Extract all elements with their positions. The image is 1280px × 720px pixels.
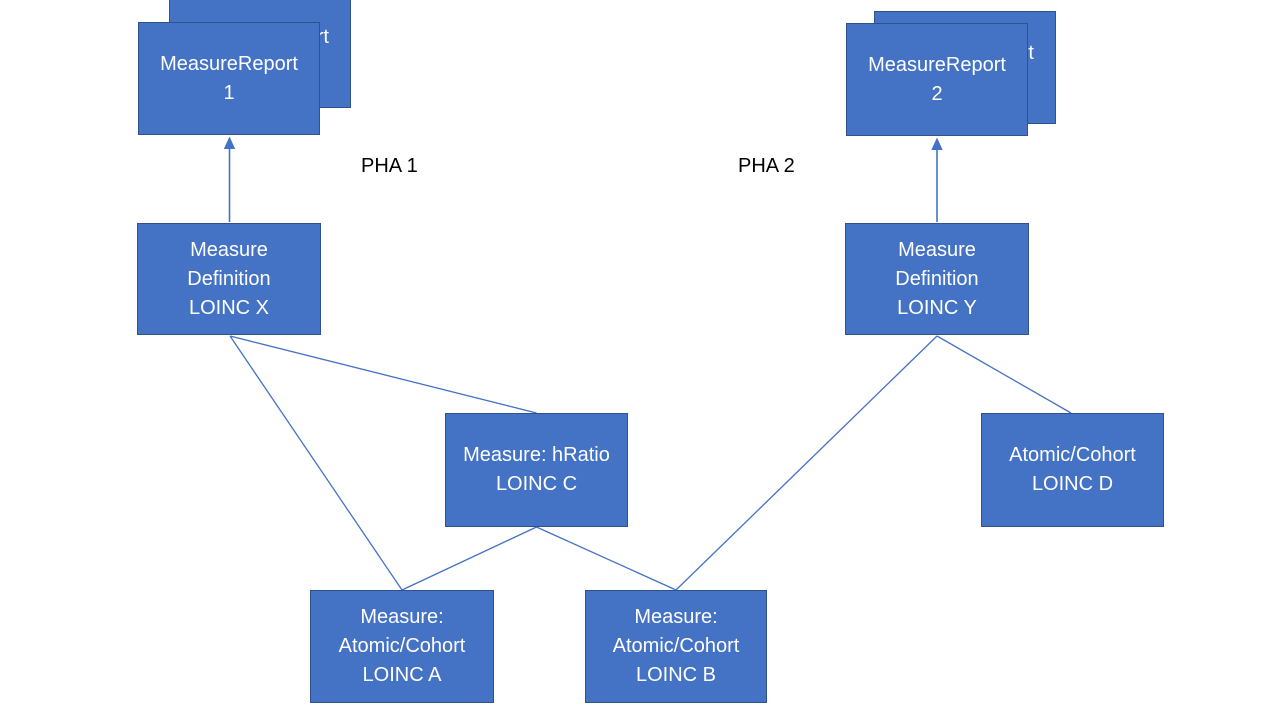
- label-pha-2: PHA 2: [738, 155, 795, 177]
- node-text-line: Atomic/Cohort: [612, 635, 740, 657]
- label-pha-1: PHA 1: [361, 155, 418, 177]
- edge-mdy-to-b: [675, 335, 938, 591]
- node-atomic-cohort-loinc-d: Atomic/Cohort LOINC D: [981, 413, 1164, 527]
- node-text-line: LOINC Y: [897, 296, 977, 319]
- edge-c-to-a: [401, 526, 537, 591]
- node-text-line: Measure: [190, 238, 268, 261]
- node-measure-atomic-cohort-loinc-b: Measure: Atomic/Cohort LOINC B: [585, 590, 767, 703]
- node-text-line: 2: [931, 82, 943, 105]
- edge-mdx-to-a: [229, 335, 403, 591]
- node-text-line: Definition: [187, 267, 271, 290]
- edge-mdx-to-mr1: [223, 136, 236, 222]
- node-text-line: MeasureReport: [868, 53, 1006, 76]
- node-text-line: Atomic/Cohort: [338, 635, 466, 657]
- node-measurereport-2: MeasureReport 2: [846, 23, 1028, 136]
- node-measure-definition-loinc-y: Measure Definition LOINC Y: [845, 223, 1029, 335]
- node-text-line: LOINC A: [362, 664, 442, 686]
- node-text-line: Atomic/Cohort: [1009, 444, 1136, 466]
- node-text-line: MeasureReport: [160, 52, 298, 75]
- node-text-line: Measure:: [634, 606, 718, 628]
- edge-mdy-to-d: [936, 335, 1072, 414]
- node-text-line: LOINC X: [188, 296, 270, 319]
- node-measure-atomic-cohort-loinc-a: Measure: Atomic/Cohort LOINC A: [310, 590, 494, 703]
- node-text-line: LOINC B: [635, 664, 717, 686]
- node-measure-hratio-loinc-c: Measure: hRatio LOINC C: [445, 413, 628, 527]
- node-text-line: Definition: [895, 267, 979, 290]
- node-measurereport-1: MeasureReport 1: [138, 22, 320, 135]
- node-text-line: LOINC D: [1031, 473, 1114, 495]
- node-text-line: 1: [223, 81, 235, 104]
- edge-mdx-to-c: [229, 335, 537, 414]
- node-measure-definition-loinc-x: Measure Definition LOINC X: [137, 223, 321, 335]
- edge-c-to-b: [536, 526, 677, 591]
- node-text-line: Measure: [898, 238, 976, 261]
- node-text-line: Measure: hRatio: [463, 444, 610, 466]
- node-text-line: LOINC C: [495, 473, 578, 495]
- node-text-line: Measure:: [360, 606, 444, 628]
- edge-mdy-to-mr2: [931, 137, 943, 222]
